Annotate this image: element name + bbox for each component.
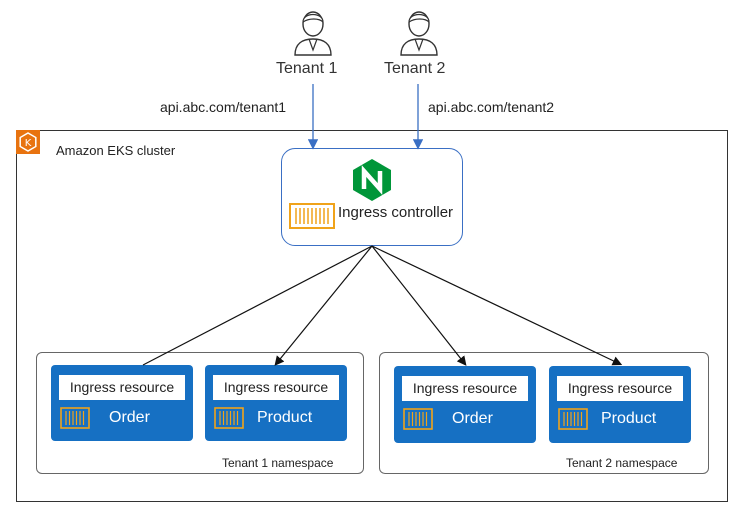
tenant-1-label: Tenant 1 xyxy=(276,60,338,77)
nginx-logo-icon xyxy=(351,158,393,207)
container-icon xyxy=(60,407,90,434)
svg-text:K: K xyxy=(25,138,32,149)
ingress-resource-label: Ingress resource xyxy=(557,376,683,401)
service-name: Product xyxy=(257,409,313,426)
ingress-controller-label: Ingress controller xyxy=(338,204,454,221)
eks-icon: K xyxy=(16,130,40,154)
tenant-2-label: Tenant 2 xyxy=(384,60,446,77)
service-name: Order xyxy=(452,410,493,427)
service-name: Order xyxy=(109,409,150,426)
container-icon xyxy=(403,408,433,435)
tenant-2-order-service: Ingress resource Order xyxy=(394,366,536,443)
tenant-1-order-service: Ingress resource Order xyxy=(51,365,193,441)
container-icon xyxy=(214,407,244,434)
tenant-1-url: api.abc.com/tenant1 xyxy=(160,99,287,115)
ingress-resource-label: Ingress resource xyxy=(213,375,339,400)
tenant-1-user-icon xyxy=(291,6,335,61)
tenant-1-namespace-label: Tenant 1 namespace xyxy=(222,456,334,470)
tenant-2-url: api.abc.com/tenant2 xyxy=(428,99,555,115)
cluster-label: Amazon EKS cluster xyxy=(56,143,176,158)
ingress-container-icon xyxy=(289,203,335,234)
tenant-2-namespace-label: Tenant 2 namespace xyxy=(566,456,678,470)
ingress-resource-label: Ingress resource xyxy=(402,376,528,401)
tenant-2-product-service: Ingress resource Product xyxy=(549,366,691,443)
eks-cluster-boundary xyxy=(16,130,728,502)
tenant-2-user-icon xyxy=(397,6,441,61)
ingress-resource-label: Ingress resource xyxy=(59,375,185,400)
tenant-1-product-service: Ingress resource Product xyxy=(205,365,347,441)
service-name: Product xyxy=(601,410,657,427)
container-icon xyxy=(558,408,588,435)
